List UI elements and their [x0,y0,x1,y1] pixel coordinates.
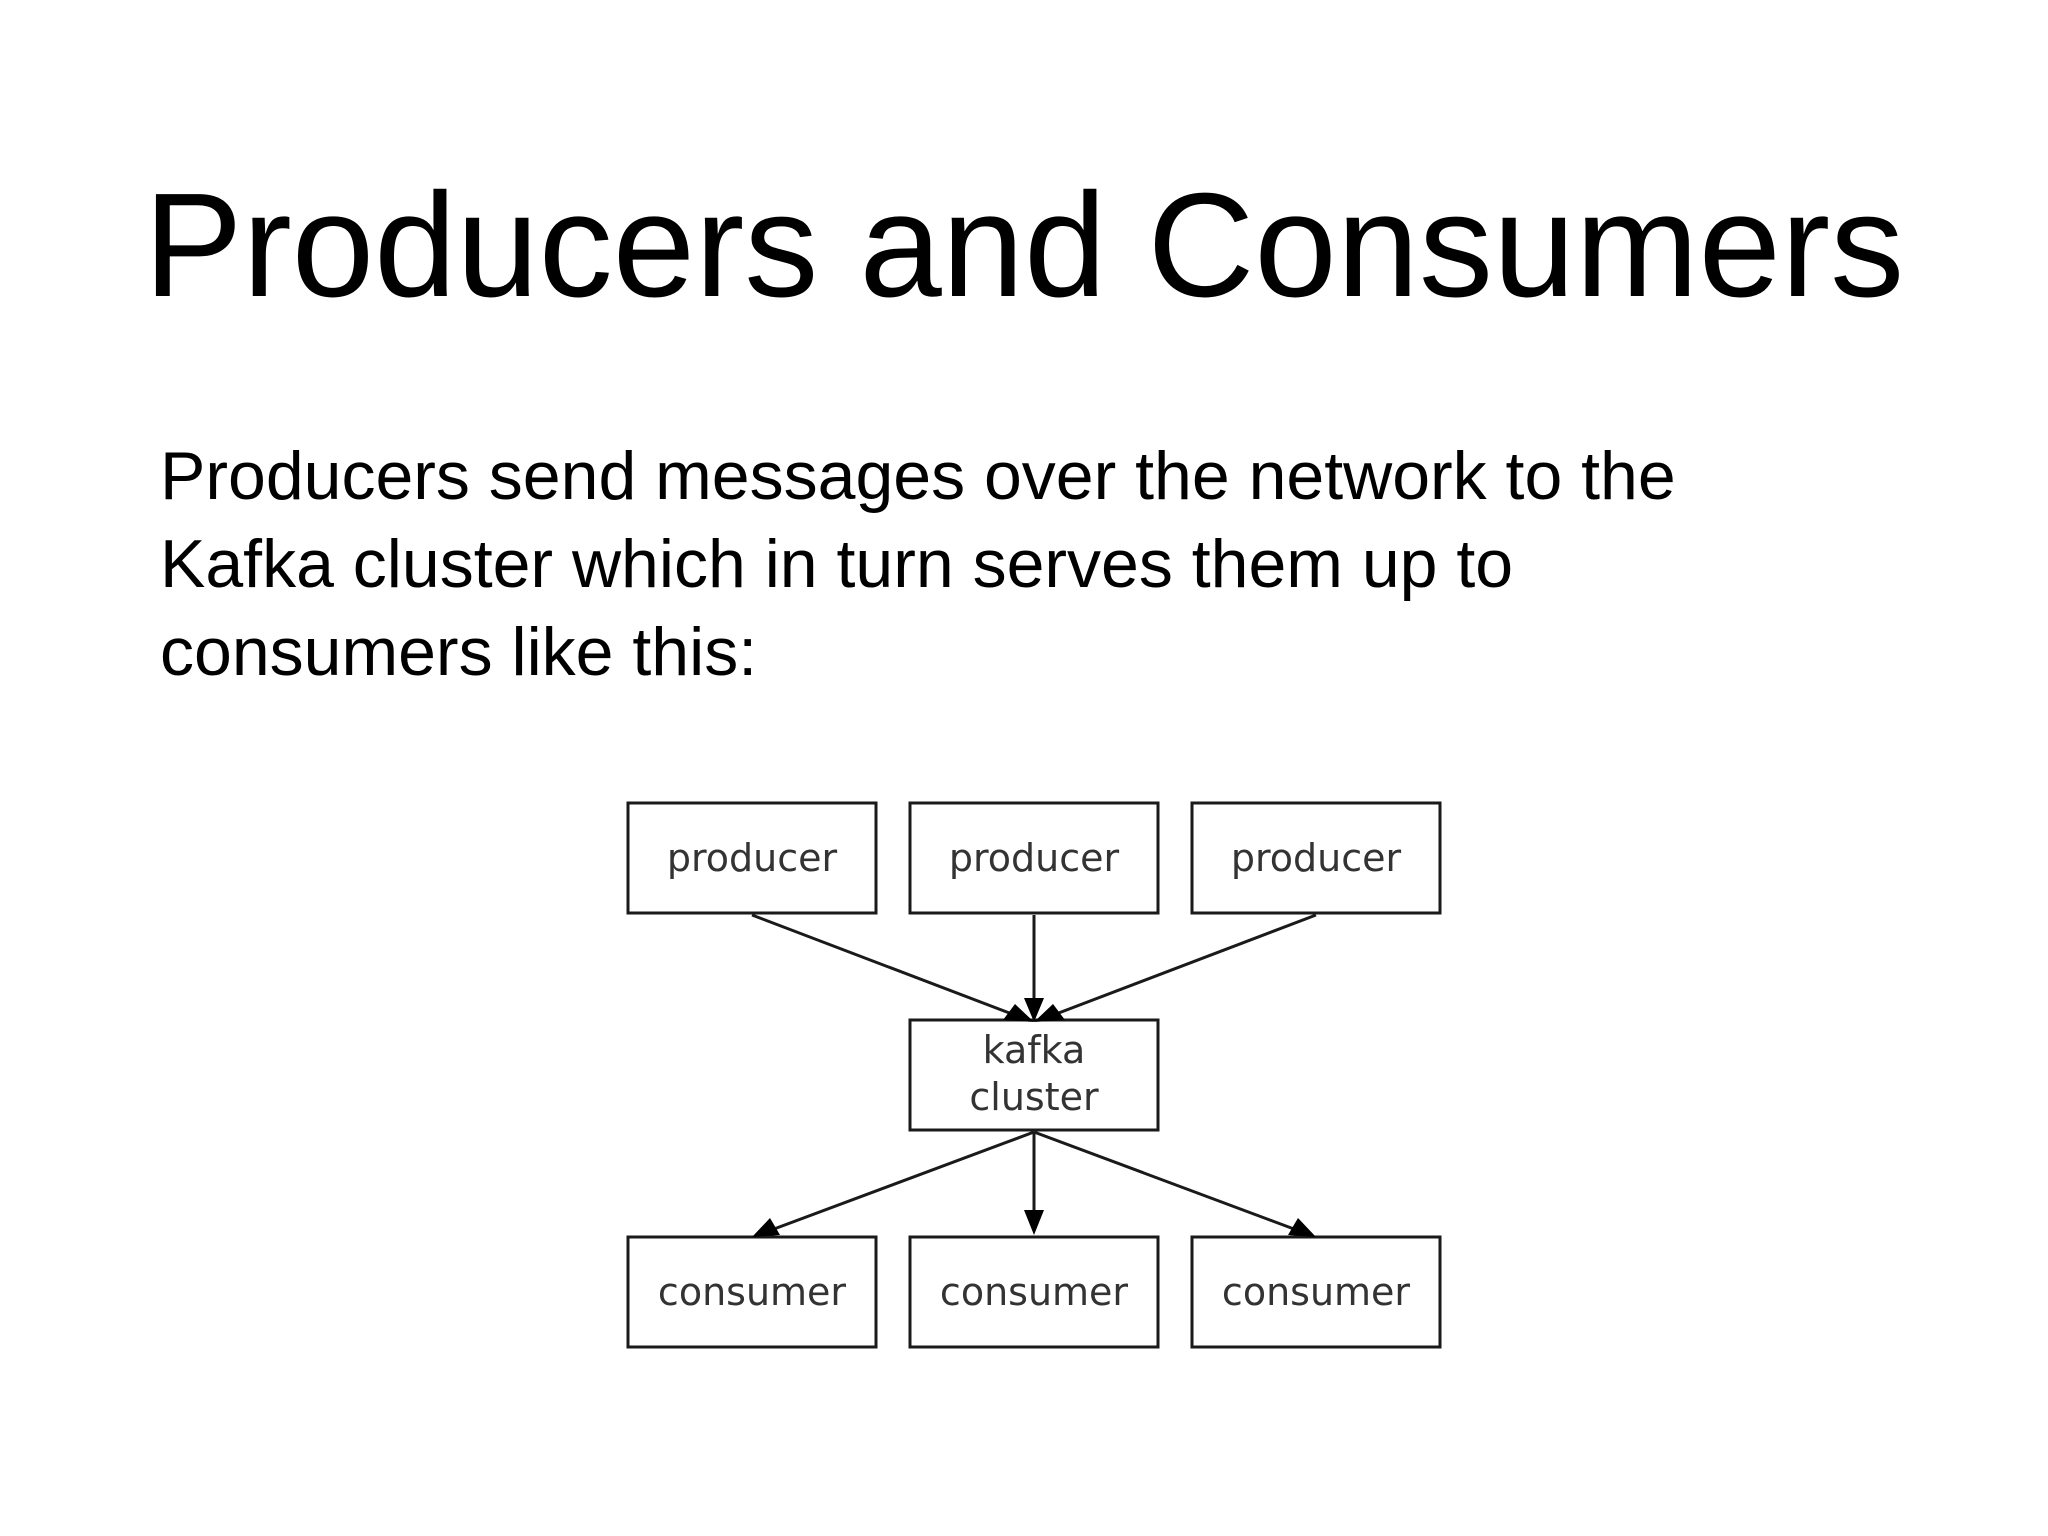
consumer-node-3: consumer [1190,1235,1442,1349]
consumer-box-2 [908,1235,1160,1349]
producer-label-1: producer [667,836,838,880]
edge-producer-2-to-cluster [1024,915,1044,1022]
arrow-head-icon [1034,1004,1065,1022]
arrow-head-icon [1024,998,1044,1022]
slide-title: Producers and Consumers [143,163,1905,328]
consumer-label-2: consumer [940,1270,1129,1314]
body-line-2: Kafka cluster which in turn serves them … [160,526,1514,602]
edge-cluster-to-consumer-3 [1033,1130,1316,1237]
arrow-head-icon [1003,1004,1034,1022]
edge-producer-1-to-cluster [751,913,1034,1022]
producer-node-3: producer [1190,801,1442,915]
consumer-box-1 [626,1235,878,1349]
producer-node-1: producer [626,801,878,915]
edge-cluster-to-consumer-1 [752,1130,1035,1237]
edge-line [751,913,1013,1016]
edge-line [773,1130,1035,1231]
arrow-head-icon [1288,1218,1316,1237]
consumer-node-1: consumer [626,1235,878,1349]
kafka-cluster-label-line-1: kafka [983,1028,1086,1072]
producer-box-3 [1190,801,1442,915]
slide-body-text: Producers send messages over the network… [160,432,1920,696]
arrow-head-icon [1024,1210,1044,1235]
edge-cluster-to-consumer-2 [1024,1132,1044,1235]
consumer-box-3 [1190,1235,1442,1349]
consumer-node-2: consumer [908,1235,1160,1349]
producer-node-2: producer [908,801,1160,915]
producer-box-1 [626,801,878,915]
body-line-1: Producers send messages over the network… [160,438,1676,514]
consumer-label-1: consumer [658,1270,847,1314]
kafka-cluster-label-line-2: cluster [969,1075,1099,1119]
arrow-head-icon [752,1218,780,1237]
edge-line [1055,913,1317,1016]
edge-line [1033,1130,1295,1231]
producer-box-2 [908,801,1160,915]
producer-label-3: producer [1231,836,1402,880]
body-line-3: consumers like this: [160,614,758,690]
producer-label-2: producer [949,836,1120,880]
edge-producer-3-to-cluster [1034,913,1317,1022]
consumer-label-3: consumer [1222,1270,1411,1314]
kafka-cluster-node: kafka cluster [908,1018,1160,1132]
